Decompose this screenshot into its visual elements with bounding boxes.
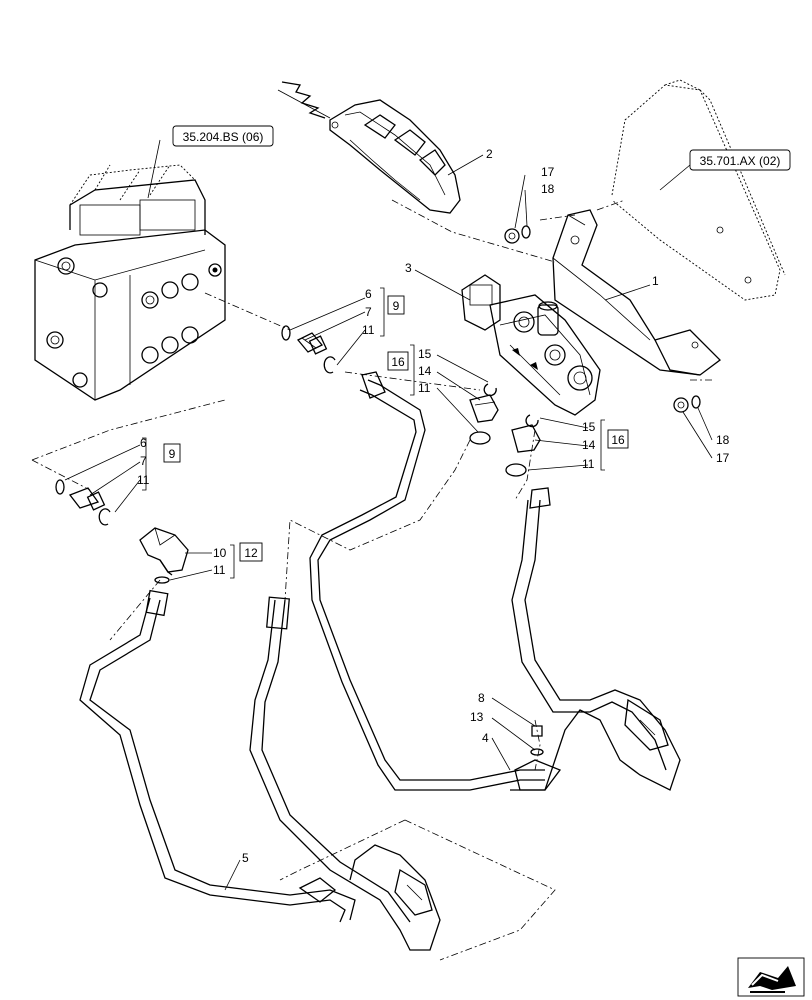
callout-7-lower: 7 [140, 454, 147, 468]
callout-11-left: 11 [418, 381, 431, 395]
reference-bracket-box[interactable]: 35.701.AX (02) [689, 149, 791, 171]
callout-18-right: 18 [716, 433, 730, 447]
group-box-9-lower: 9 [163, 443, 181, 463]
group-16-right-label: 16 [611, 433, 625, 447]
group-box-16-right: 16 [607, 429, 629, 449]
group-16-left-label: 16 [391, 355, 405, 369]
callout-8: 8 [478, 691, 485, 705]
group-brackets [142, 287, 605, 579]
bolt-washer-right [673, 395, 701, 413]
fitting-group-right [505, 414, 541, 477]
callout-11-lower: 11 [137, 473, 150, 487]
callout-4: 4 [482, 731, 489, 745]
reference-valve-label[interactable]: 35.204.BS (06) [183, 130, 264, 144]
callout-14-right: 14 [582, 438, 596, 452]
fitting-group-left [469, 383, 499, 445]
alignment-lines [31, 199, 715, 961]
callout-13: 13 [470, 710, 484, 724]
mounting-plate-bracket [611, 79, 786, 301]
group-9-lower-label: 9 [169, 447, 176, 461]
hydraulic-lines [79, 371, 681, 951]
bolt-washer-top [504, 225, 531, 244]
next-page-arrow-icon[interactable] [737, 957, 805, 997]
callout-15-left: 15 [418, 347, 432, 361]
callout-17-right: 17 [716, 451, 730, 465]
reference-valve-box[interactable]: 35.204.BS (06) [172, 125, 274, 147]
control-valve-block [34, 164, 226, 401]
bracket-part-1 [552, 209, 721, 376]
callout-11-elbow: 11 [213, 563, 226, 577]
callout-14-left: 14 [418, 364, 432, 378]
callout-11-right: 11 [582, 457, 595, 471]
callout-11-upper: 11 [362, 323, 375, 337]
callout-2: 2 [486, 147, 493, 161]
leader-lines [64, 139, 713, 891]
callout-1: 1 [652, 274, 659, 288]
callout-18-top: 18 [541, 182, 555, 196]
group-box-12: 12 [239, 542, 263, 562]
adapter-fitting-lower [55, 479, 111, 526]
callout-10: 10 [213, 546, 227, 560]
callout-15-right: 15 [582, 420, 596, 434]
adapter-fitting-upper [281, 325, 336, 374]
callout-6-lower: 6 [140, 436, 147, 450]
callout-7-upper: 7 [365, 305, 372, 319]
joystick-base-part-2 [277, 81, 461, 214]
callout-5: 5 [242, 851, 249, 865]
group-12-label: 12 [244, 546, 258, 560]
group-box-9-upper: 9 [387, 295, 405, 315]
group-9-upper-label: 9 [393, 299, 400, 313]
elbow-fitting [139, 527, 189, 584]
selector-valve-part-3 [461, 274, 601, 416]
callout-labels: 1 2 3 4 5 6 7 11 6 7 11 15 14 11 15 14 1… [137, 147, 730, 865]
reference-bracket-label[interactable]: 35.701.AX (02) [700, 154, 781, 168]
group-box-16-left: 16 [387, 351, 409, 371]
callout-6-upper: 6 [365, 287, 372, 301]
callout-17-top: 17 [541, 165, 555, 179]
callout-3: 3 [405, 261, 412, 275]
